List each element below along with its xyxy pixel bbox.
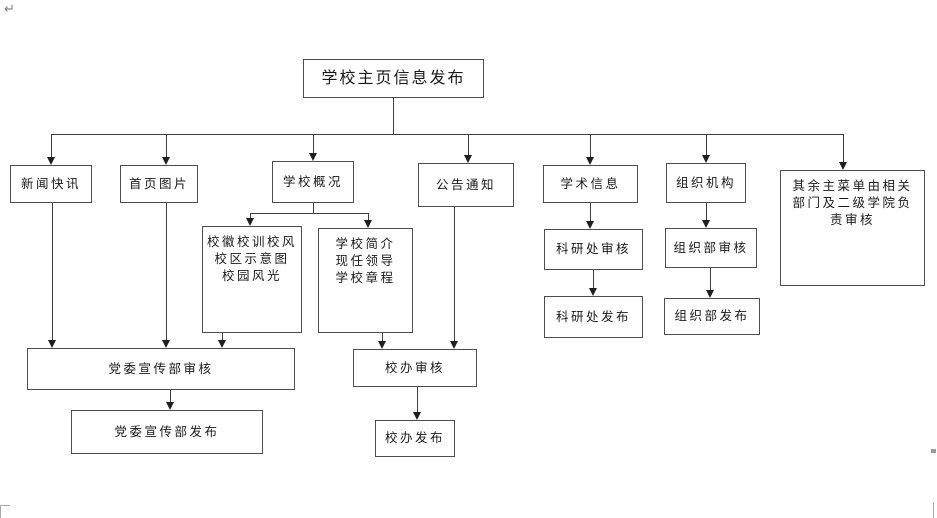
node-org-dept-publish: 组织部发布 xyxy=(664,298,760,335)
arrowhead-research-publish xyxy=(589,288,597,296)
arrowhead-school-overview xyxy=(309,153,317,161)
node-other-menus: 其余主菜单由相关 部门及二级学院负 责审核 xyxy=(780,170,925,286)
arrowhead-school-intro xyxy=(364,220,372,228)
node-news: 新闻快讯 xyxy=(10,165,92,203)
node-announcements: 公告通知 xyxy=(418,163,514,207)
node-org-dept-review: 组织部审核 xyxy=(665,228,757,268)
node-research-publish: 科研处发布 xyxy=(544,296,643,338)
connector-bus-academic-info xyxy=(590,134,591,157)
connector-home-image-propaganda xyxy=(166,203,167,340)
arrowhead-research-review xyxy=(586,221,594,229)
arrowhead-propaganda-from-news xyxy=(48,340,56,348)
arrowhead-academic-info xyxy=(586,157,594,165)
node-propaganda-review: 党委宣传部审核 xyxy=(27,348,295,390)
node-root: 学校主页信息发布 xyxy=(303,59,484,98)
connector-org-review-publish xyxy=(710,268,711,290)
arrowhead-emblem-motto xyxy=(246,218,254,226)
connector-announcements-office xyxy=(454,207,455,341)
arrowhead-propaganda-from-emblem xyxy=(218,340,226,348)
node-school-office-publish: 校办发布 xyxy=(375,420,455,457)
arrowhead-home-image xyxy=(162,157,170,165)
node-school-intro: 学校简介 现任领导 学校章程 xyxy=(318,228,413,333)
connector-emblem-propaganda xyxy=(222,333,223,340)
connector-news-propaganda xyxy=(52,203,53,340)
node-academic-info: 学术信息 xyxy=(543,165,638,203)
connector-overview-stem xyxy=(313,203,314,213)
arrowhead-other-menus xyxy=(839,162,847,170)
arrowhead-office-publish xyxy=(413,412,421,420)
canvas-corner-mark-bottom-left xyxy=(0,505,10,518)
node-org-structure: 组织机构 xyxy=(666,163,746,203)
connector-bus-org-structure xyxy=(706,134,707,155)
arrowhead-org-structure xyxy=(702,155,710,163)
arrowhead-org-dept-review xyxy=(702,220,710,228)
arrowhead-propaganda-from-home xyxy=(162,340,170,348)
connector-org-review xyxy=(706,203,707,220)
node-emblem-motto: 校徽校训校风 校区示意图 校园风光 xyxy=(202,226,302,333)
node-home-image: 首页图片 xyxy=(120,165,198,203)
canvas-tick-mark-right xyxy=(931,449,936,453)
connector-bus-home-image xyxy=(166,134,167,157)
connector-bus-news xyxy=(51,134,52,157)
connector-propaganda-review-publish xyxy=(170,390,171,402)
connector-root-stem xyxy=(393,97,394,134)
node-school-office-review: 校办审核 xyxy=(353,349,477,387)
connector-overview-intro xyxy=(368,213,369,220)
connector-bus-announcements xyxy=(468,134,469,155)
arrowhead-propaganda-publish xyxy=(166,402,174,410)
connector-bus-other-menus xyxy=(843,134,844,162)
connector-overview-bar xyxy=(250,213,369,214)
node-research-review: 科研处审核 xyxy=(544,229,643,270)
node-propaganda-publish: 党委宣传部发布 xyxy=(71,410,263,454)
connector-bus-school-overview xyxy=(313,134,314,153)
arrowhead-news xyxy=(47,157,55,165)
connector-academic-research-review xyxy=(590,203,591,221)
paragraph-return-mark: ↵ xyxy=(4,2,15,17)
connector-research-review-publish xyxy=(593,270,594,288)
connector-bus xyxy=(51,134,844,135)
connector-intro-office xyxy=(382,333,383,341)
arrowhead-org-dept-publish xyxy=(706,290,714,298)
connector-overview-emblem xyxy=(250,213,251,218)
arrowhead-office-from-announcements xyxy=(450,341,458,349)
arrowhead-office-from-intro xyxy=(378,341,386,349)
arrowhead-announcements xyxy=(464,155,472,163)
canvas-edge-mark-bottom-right xyxy=(933,502,934,518)
node-school-overview: 学校概况 xyxy=(272,161,354,203)
connector-office-review-publish xyxy=(417,387,418,412)
